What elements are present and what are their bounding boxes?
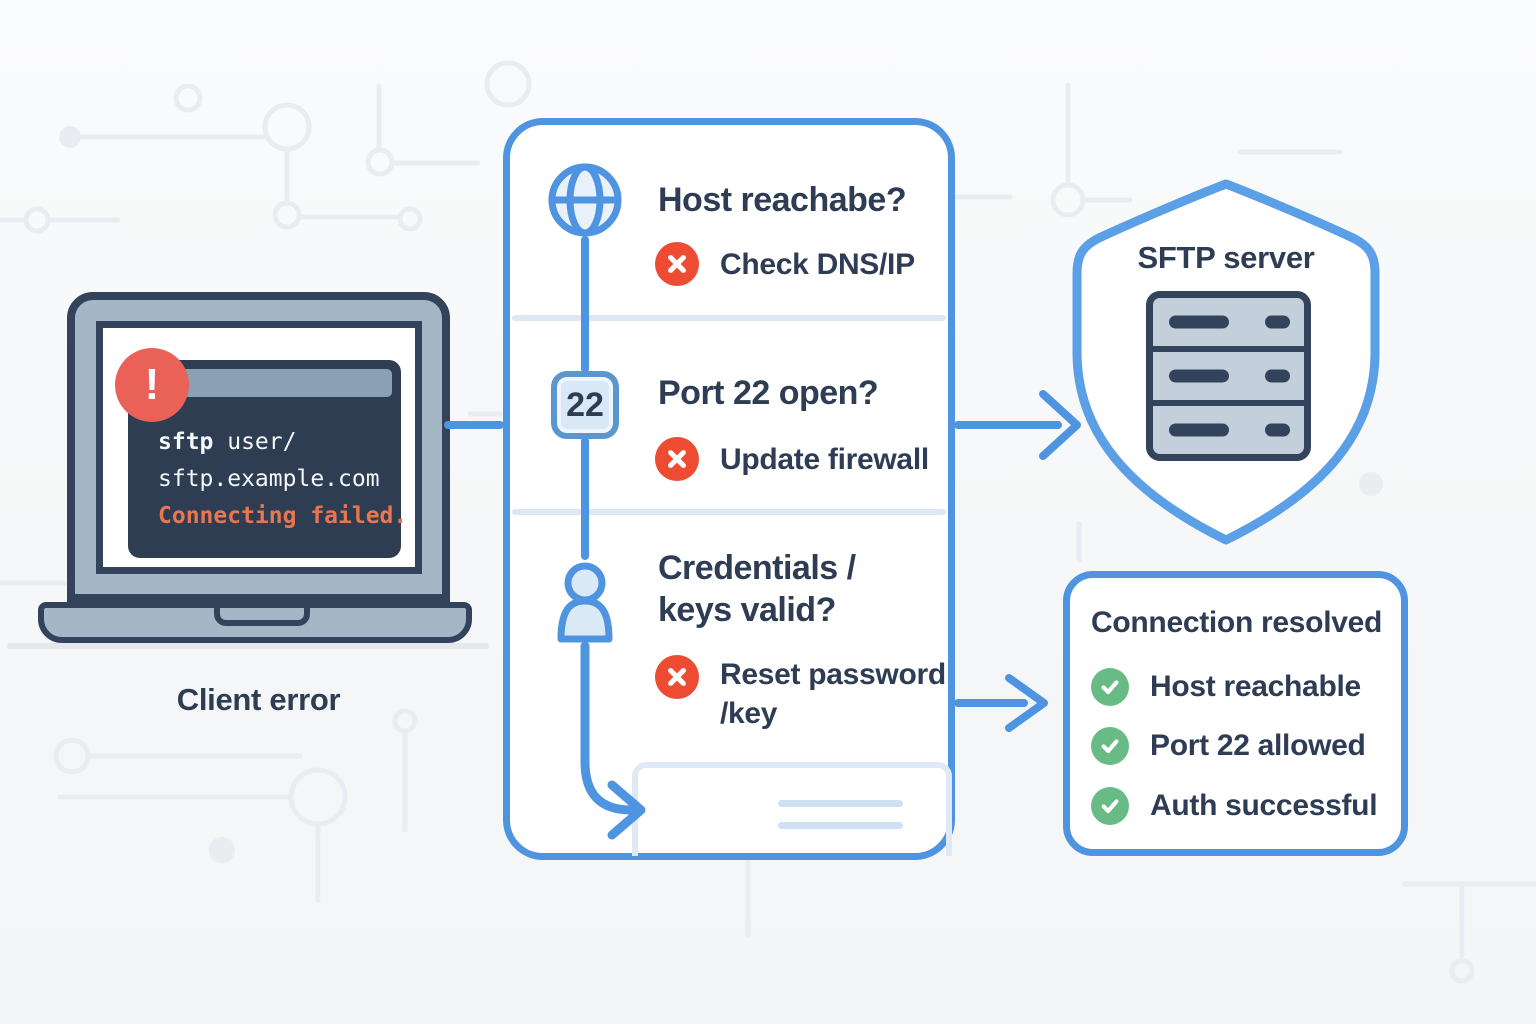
- error-exclamation-icon: !: [115, 348, 189, 422]
- document-text-line: [778, 822, 903, 829]
- terminal-line-error: Connecting failed.: [158, 503, 408, 529]
- globe-icon: [546, 161, 624, 239]
- step3-question-line1: Credentials /: [658, 549, 856, 587]
- terminal-output: sftp user/ sftp.example.com Connecting f…: [158, 424, 407, 535]
- step3-action: Reset password /key: [720, 655, 946, 733]
- client-error-label: Client error: [176, 682, 341, 717]
- check-icon: [1091, 727, 1129, 765]
- server-rack-row: [1153, 346, 1304, 400]
- step3-question-line2: keys valid?: [658, 591, 836, 629]
- resolved-item: Auth successful: [1150, 789, 1378, 822]
- step1-question: Host reachabe?: [658, 181, 907, 219]
- resolved-item: Port 22 allowed: [1150, 729, 1366, 762]
- step3-action-line2: /key: [720, 697, 778, 730]
- document-icon: [632, 762, 952, 856]
- resolved-item: Host reachable: [1150, 670, 1361, 703]
- error-x-icon: [655, 655, 699, 699]
- terminal-line-command: sftp user/: [158, 429, 297, 455]
- laptop-hinge-notch: [214, 608, 310, 626]
- step3-question: Credentials / keys valid?: [658, 547, 856, 631]
- rack-led: [1265, 423, 1290, 437]
- port-22-badge-icon: 22: [551, 371, 619, 439]
- step1-action: Check DNS/IP: [720, 248, 915, 281]
- resolved-title: Connection resolved: [1091, 606, 1383, 639]
- server-rack-row: [1153, 400, 1304, 454]
- step2-action: Update firewall: [720, 443, 929, 476]
- check-icon: [1091, 787, 1129, 825]
- checklist-to-server-arrow: [954, 390, 1081, 460]
- server-rack-row: [1153, 298, 1304, 346]
- checklist-to-resolved-arrow: [954, 674, 1048, 732]
- terminal-line-host: sftp.example.com: [158, 466, 380, 492]
- rack-slot: [1169, 315, 1229, 329]
- step2-question: Port 22 open?: [658, 374, 879, 412]
- laptop-base: [38, 602, 472, 643]
- document-text-line: [778, 800, 903, 807]
- error-x-icon: [655, 437, 699, 481]
- rack-led: [1265, 315, 1290, 329]
- step-divider: [512, 315, 946, 321]
- check-icon: [1091, 668, 1129, 706]
- sftp-server-label: SFTP server: [1137, 240, 1315, 275]
- rack-slot: [1169, 423, 1229, 437]
- error-x-icon: [655, 242, 699, 286]
- step-divider: [512, 509, 946, 515]
- step3-action-line1: Reset password: [720, 658, 946, 691]
- rack-slot: [1169, 369, 1229, 383]
- server-rack-icon: [1146, 291, 1311, 461]
- checklist-panel: [503, 118, 955, 860]
- user-icon: [549, 553, 621, 645]
- rack-led: [1265, 369, 1290, 383]
